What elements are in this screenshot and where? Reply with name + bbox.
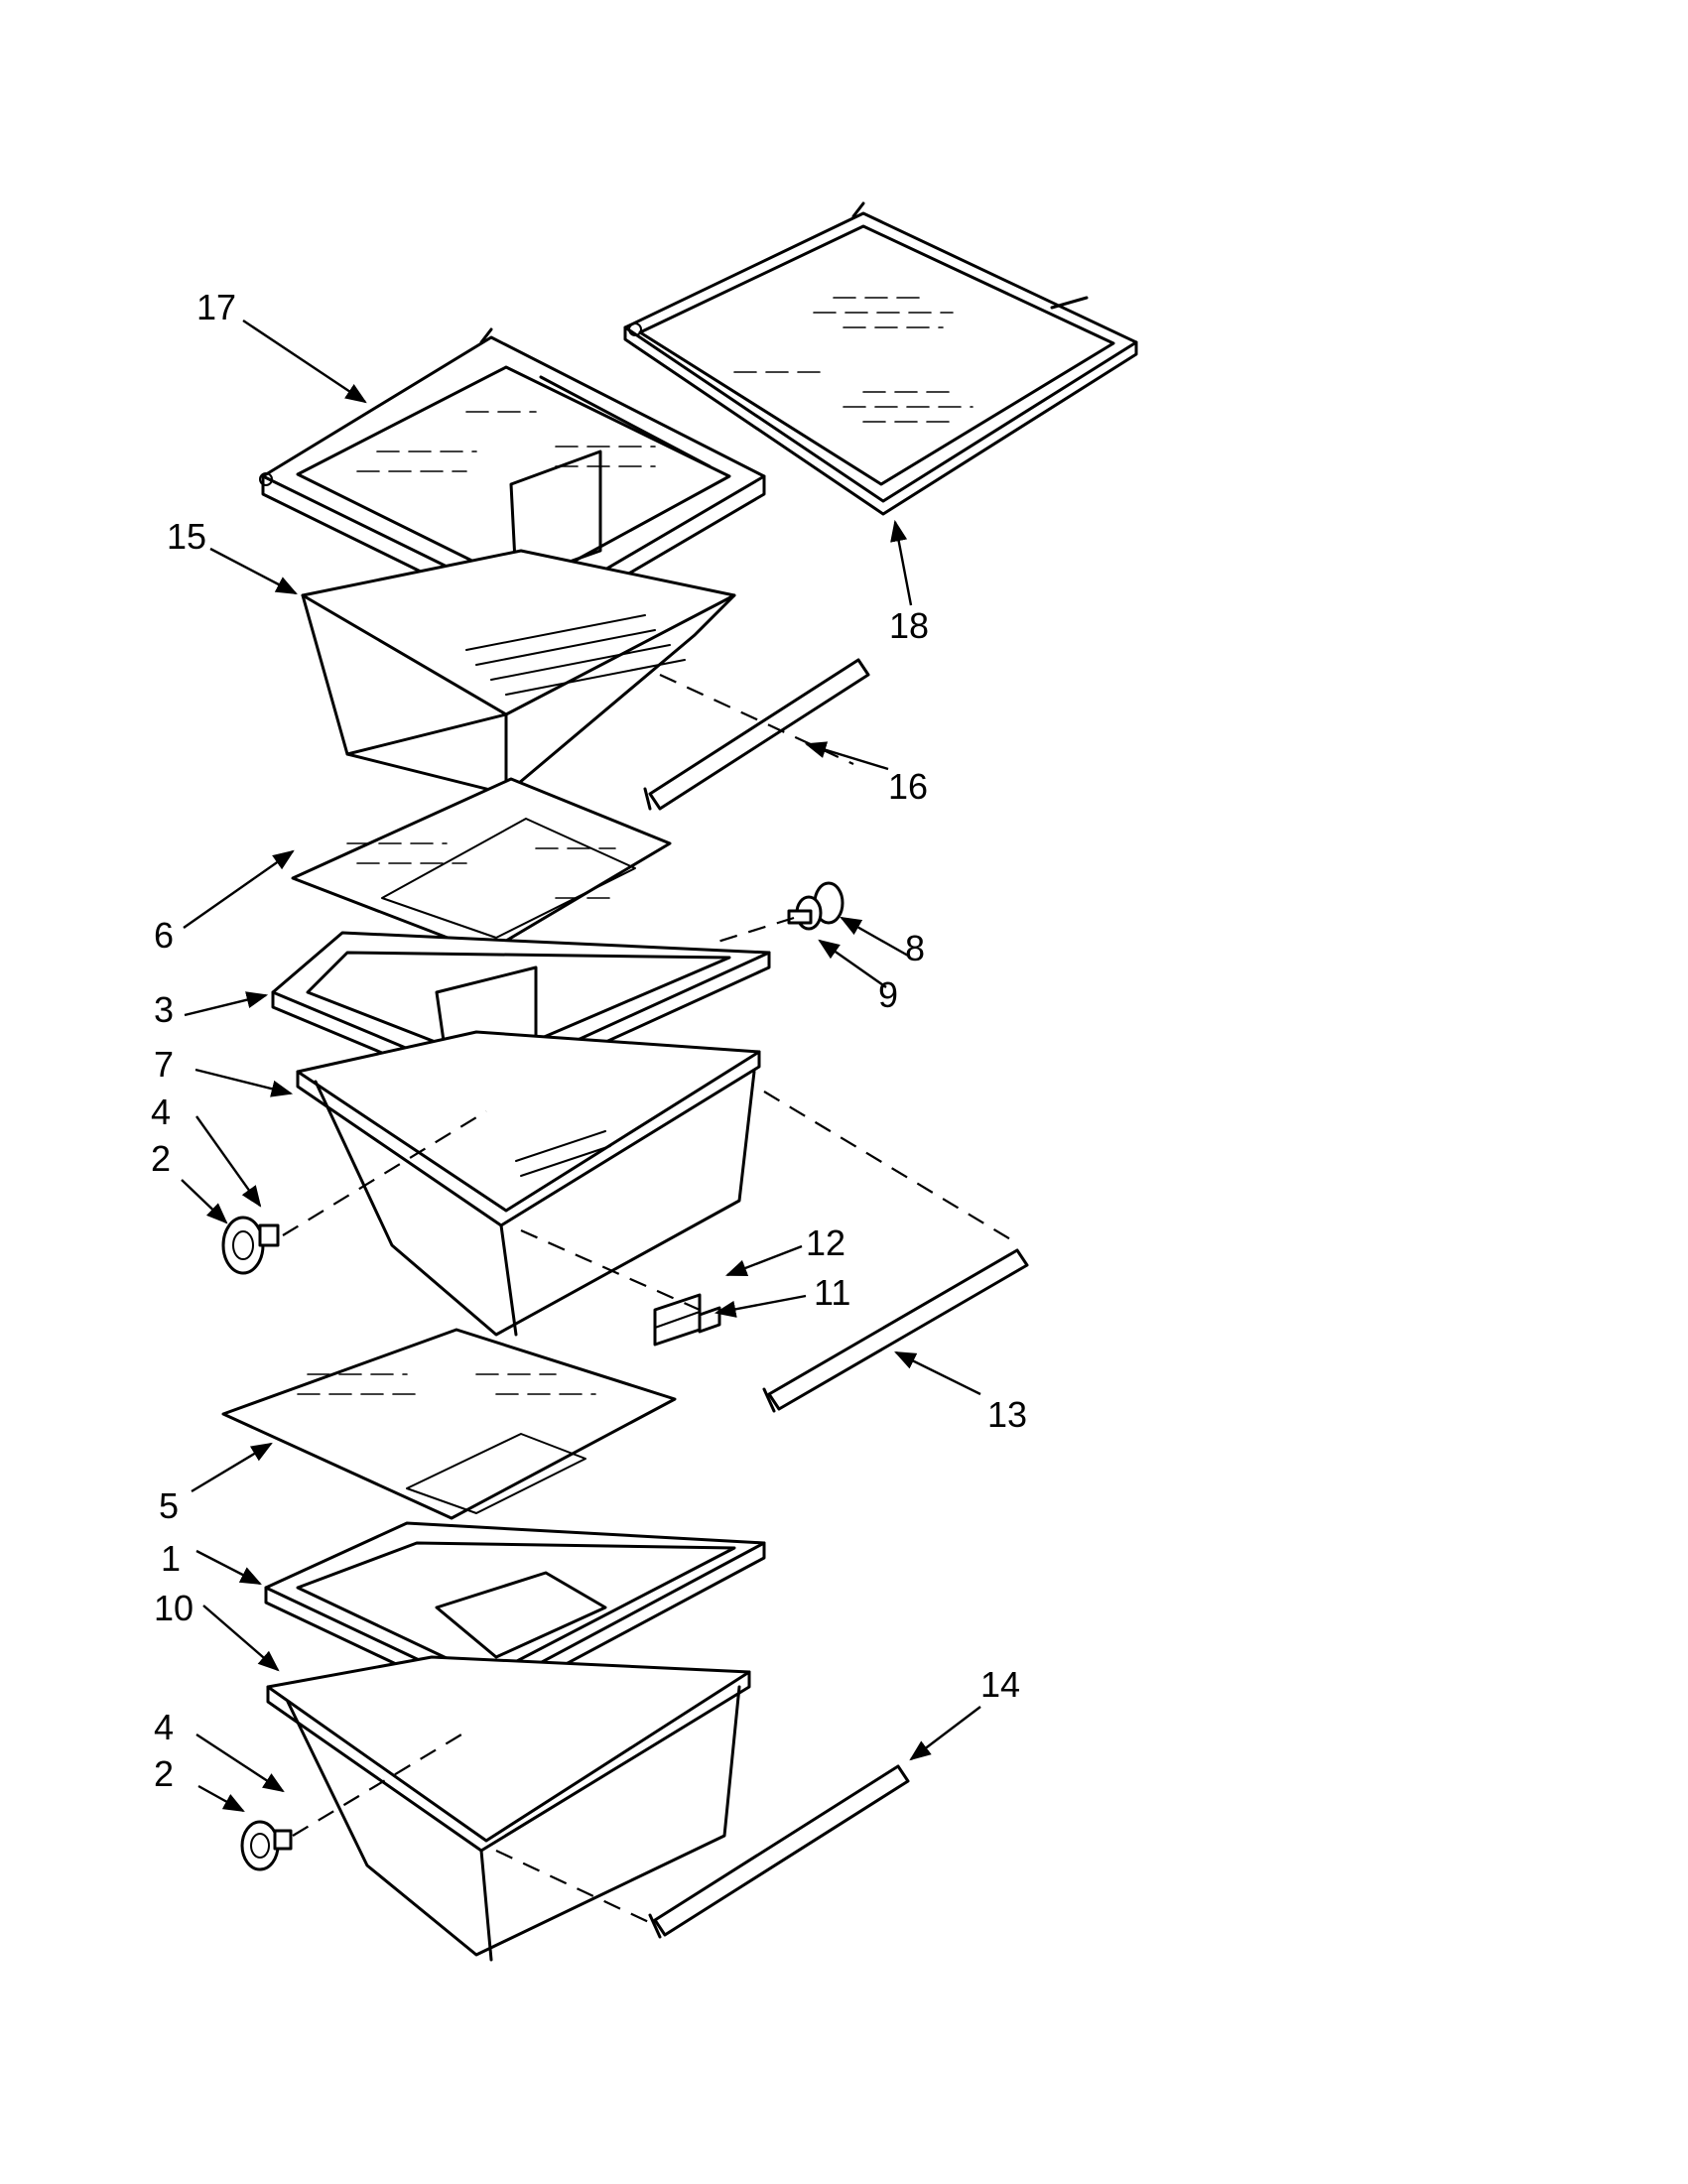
callout-8: 8 [905,928,925,968]
callout-9: 9 [878,974,898,1015]
callout-labels: 17 15 18 16 6 8 3 9 7 4 2 12 11 13 5 1 1… [151,287,1027,1794]
callout-13: 13 [987,1394,1027,1435]
callout-10: 10 [154,1588,194,1628]
part-6-glass-cover [291,777,672,955]
part-1-cover-frame [264,1521,766,1709]
callout-16: 16 [888,766,928,807]
callout-2-upper: 2 [151,1138,171,1179]
callout-2-lower: 2 [154,1753,174,1794]
callout-11: 11 [814,1272,850,1313]
part-13-rail [762,1248,1029,1413]
leader-arrows [181,320,981,1813]
callout-3: 3 [154,989,174,1030]
callout-15: 15 [167,516,206,557]
callout-5: 5 [159,1485,179,1526]
callout-4-upper: 4 [151,1092,171,1132]
part-10-crisper-drawer [266,1655,751,1962]
callout-17: 17 [196,287,236,327]
part-15-pan [301,549,736,796]
part-11-12-label-holder [653,1293,721,1347]
part-5-glass-cover [221,1328,677,1520]
callout-18: 18 [889,605,929,646]
part-4-2-wheel-lower [240,1820,293,1871]
callout-1: 1 [161,1538,181,1579]
assembly-lines [282,674,1013,1926]
callout-4-lower: 4 [154,1707,174,1747]
callout-7: 7 [154,1044,174,1085]
part-18-shelf [623,201,1138,516]
part-7-crisper-drawer [296,1030,761,1337]
part-8-9-roller [787,881,844,931]
part-4-2-wheel-upper [221,1216,280,1275]
callout-14: 14 [980,1664,1020,1705]
part-14-rail [648,1764,910,1939]
part-16-rail [643,658,870,811]
callout-6: 6 [154,915,174,956]
callout-12: 12 [806,1222,845,1263]
